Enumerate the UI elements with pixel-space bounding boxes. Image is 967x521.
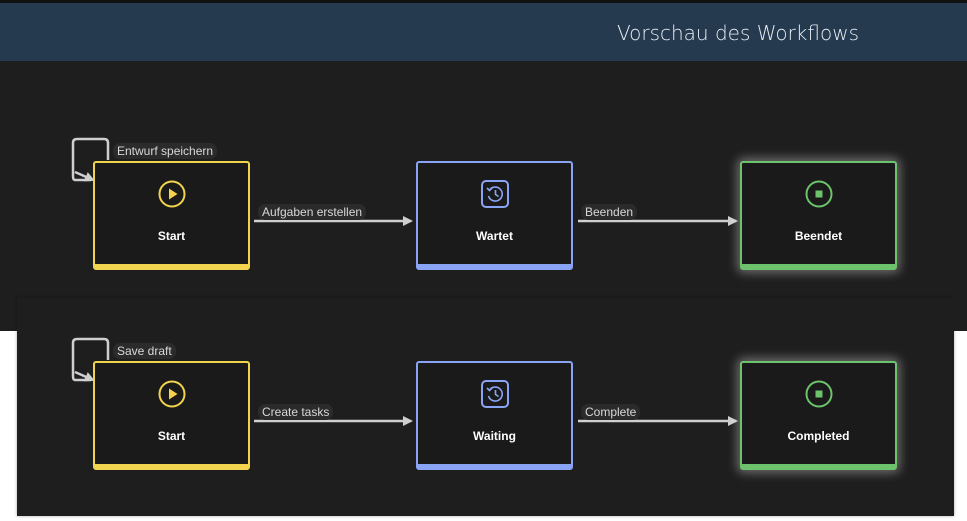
- play-icon: [158, 380, 186, 408]
- node-status-bar: [418, 264, 571, 268]
- node-label: Start: [157, 429, 186, 443]
- node-label: Start: [157, 229, 186, 243]
- history-icon: [481, 380, 509, 408]
- play-icon: [158, 180, 186, 208]
- state-node-waiting[interactable]: Waiting: [416, 361, 573, 470]
- stop-icon: [805, 380, 833, 408]
- header-bar: Vorschau des Workflows: [0, 3, 967, 61]
- node-label: Wartet: [476, 229, 513, 243]
- self-loop-label[interactable]: Save draft: [113, 343, 176, 359]
- node-status-bar: [95, 464, 248, 468]
- state-node-completed[interactable]: Completed: [740, 361, 897, 470]
- node-status-bar: [742, 264, 895, 268]
- transition-label[interactable]: Complete: [581, 404, 641, 420]
- node-status-bar: [95, 264, 248, 268]
- state-node-start[interactable]: Start: [93, 361, 250, 470]
- transition-label[interactable]: Beenden: [581, 204, 638, 220]
- history-icon: [481, 180, 509, 208]
- panel-edge: [954, 298, 967, 331]
- transition-label[interactable]: Aufgaben erstellen: [258, 204, 367, 220]
- node-status-bar: [418, 464, 571, 468]
- state-node-completed[interactable]: Beendet: [740, 161, 897, 270]
- transition-label[interactable]: Create tasks: [258, 404, 334, 420]
- node-status-bar: [742, 464, 895, 468]
- node-label: Completed: [787, 429, 850, 443]
- state-node-waiting[interactable]: Wartet: [416, 161, 573, 270]
- node-label: Beendet: [794, 229, 843, 243]
- self-loop-label[interactable]: Entwurf speichern: [113, 143, 218, 159]
- state-node-start[interactable]: Start: [93, 161, 250, 270]
- top-strip: [0, 0, 967, 3]
- page-title: Vorschau des Workflows: [617, 21, 860, 45]
- stop-icon: [805, 180, 833, 208]
- node-label: Waiting: [473, 429, 516, 443]
